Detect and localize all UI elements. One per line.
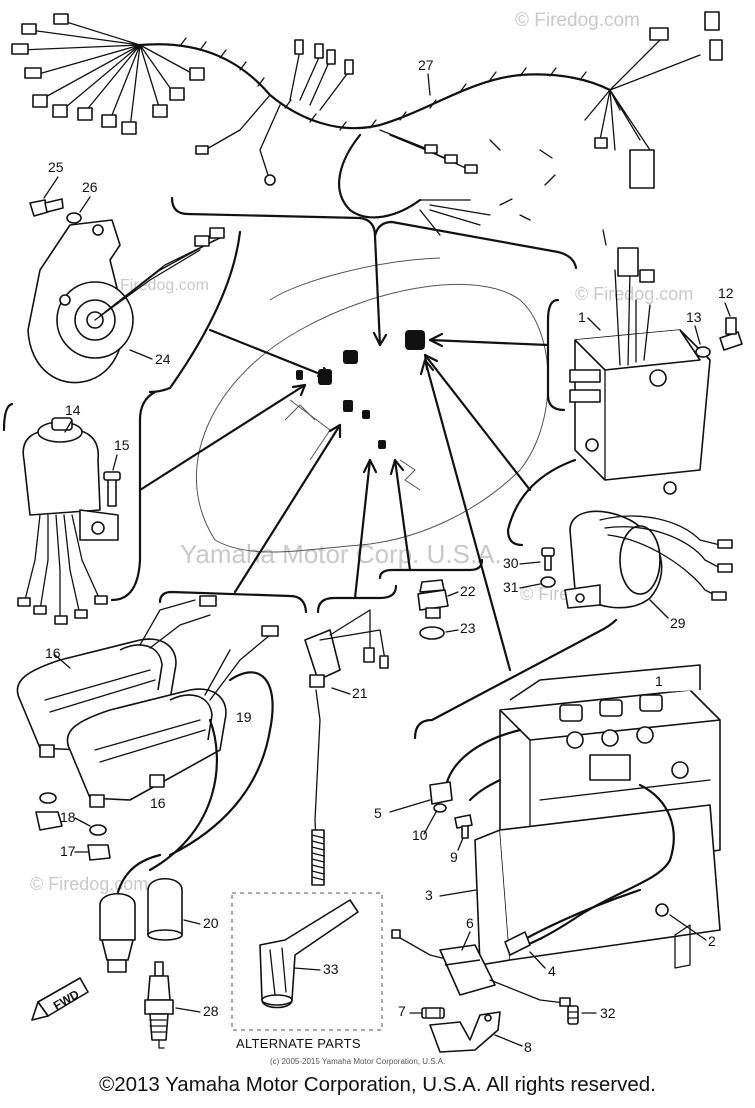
callout-12: 12: [718, 285, 734, 301]
mount-block: [378, 440, 386, 449]
gasket-23: [419, 626, 445, 640]
mount-block: [362, 410, 370, 419]
callout-20: 20: [203, 915, 219, 931]
callout-22: 22: [460, 583, 476, 599]
callout-26: 26: [82, 179, 98, 195]
callout-24: 24: [155, 351, 171, 367]
callout-25: 25: [48, 159, 64, 175]
fuse-holder-6: [391, 929, 571, 1007]
alternate-parts-label: ALTERNATE PARTS: [236, 1036, 361, 1051]
nut-17b: [87, 844, 111, 861]
washer-18: [39, 792, 57, 804]
bolt-25: [29, 198, 64, 217]
callout-2: 2: [708, 933, 716, 949]
mount-block: [343, 400, 353, 412]
callout-31: 31: [503, 579, 519, 595]
relay-bracket: [506, 458, 577, 547]
relay-29: [564, 510, 733, 609]
wire-harness-27: [11, 11, 723, 236]
callout-28: 28: [203, 1003, 219, 1019]
plug-cap-20a: [99, 853, 162, 973]
washer-26: [66, 212, 82, 224]
forward-arrow: FWD: [31, 977, 89, 1021]
horn-24: [27, 219, 225, 384]
ignition-coil-16b: [66, 595, 279, 808]
watermark-right-mid: © Firedog.com: [575, 284, 693, 304]
footer-copyright: ©2013 Yamaha Motor Corporation, U.S.A. A…: [99, 1073, 656, 1096]
mount-block: [405, 330, 425, 350]
sensor-21: [304, 609, 389, 886]
coil-bracket: [158, 590, 308, 614]
callout-1-battery: 1: [655, 673, 663, 689]
ignition-coil-16a: [16, 599, 211, 758]
callout-32: 32: [600, 1005, 616, 1021]
watermark-upper-mid: Firedog.com: [120, 277, 209, 294]
bolt-9: [454, 814, 473, 839]
callout-4: 4: [548, 963, 556, 979]
bolt-12: [719, 317, 743, 351]
callout-7: 7: [398, 1003, 406, 1019]
callout-6: 6: [466, 915, 474, 931]
plug-cap-33: [259, 899, 359, 1009]
battery-bracket: [413, 618, 618, 740]
spark-plug-28: [144, 961, 174, 1049]
nut-17: [35, 811, 63, 831]
ignition-switch-14: [17, 417, 119, 625]
watermark-lower-left: © Firedog.com: [30, 874, 148, 894]
callout-5: 5: [374, 805, 382, 821]
callout-30: 30: [503, 555, 519, 571]
mount-block: [343, 350, 358, 364]
callout-14: 14: [65, 402, 81, 418]
callout-33: 33: [323, 961, 339, 977]
harness-bracket: [170, 196, 578, 270]
callout-10: 10: [412, 827, 428, 843]
callout-23: 23: [460, 620, 476, 636]
regulator-1: [569, 229, 711, 495]
washer-31: [540, 576, 556, 588]
callout-16-lower: 16: [150, 795, 166, 811]
alternate-parts-box: [231, 892, 383, 1031]
callout-29: 29: [670, 615, 686, 631]
callout-18: 18: [60, 809, 76, 825]
washer-13: [695, 346, 711, 358]
callout-17: 17: [60, 843, 76, 859]
plug-cap-20b: [147, 877, 183, 941]
bracket-8: [429, 1011, 501, 1053]
wire-bracket: [316, 584, 398, 614]
neutral-switch-22: [417, 579, 449, 619]
callout-9: 9: [450, 849, 458, 865]
horn-bracket: [148, 230, 242, 394]
callout-19: 19: [236, 709, 252, 725]
callout-1-regulator: 1: [578, 309, 586, 325]
callout-27: 27: [418, 57, 434, 73]
fuse-7: [421, 1007, 445, 1019]
fuse-32: [567, 1005, 579, 1025]
callout-15: 15: [114, 437, 130, 453]
battery-case-3: [474, 804, 721, 969]
washer-18b: [89, 824, 107, 836]
callout-21: 21: [352, 685, 368, 701]
watermark-center: Yamaha Motor Corp. U.S.A.: [180, 539, 502, 569]
callout-13: 13: [686, 309, 702, 325]
callout-8: 8: [524, 1039, 532, 1055]
washer-10: [433, 803, 447, 813]
screw-15: [103, 471, 121, 507]
regulator-bracket: [546, 298, 566, 412]
mount-block: [296, 370, 303, 380]
frame-outline: [195, 257, 549, 553]
callout-3: 3: [425, 887, 433, 903]
small-copyright: (c) 2005-2015 Yamaha Motor Corporation, …: [270, 1057, 445, 1066]
watermark-top-right: © Firedog.com: [515, 10, 640, 31]
screw-30: [541, 547, 555, 571]
